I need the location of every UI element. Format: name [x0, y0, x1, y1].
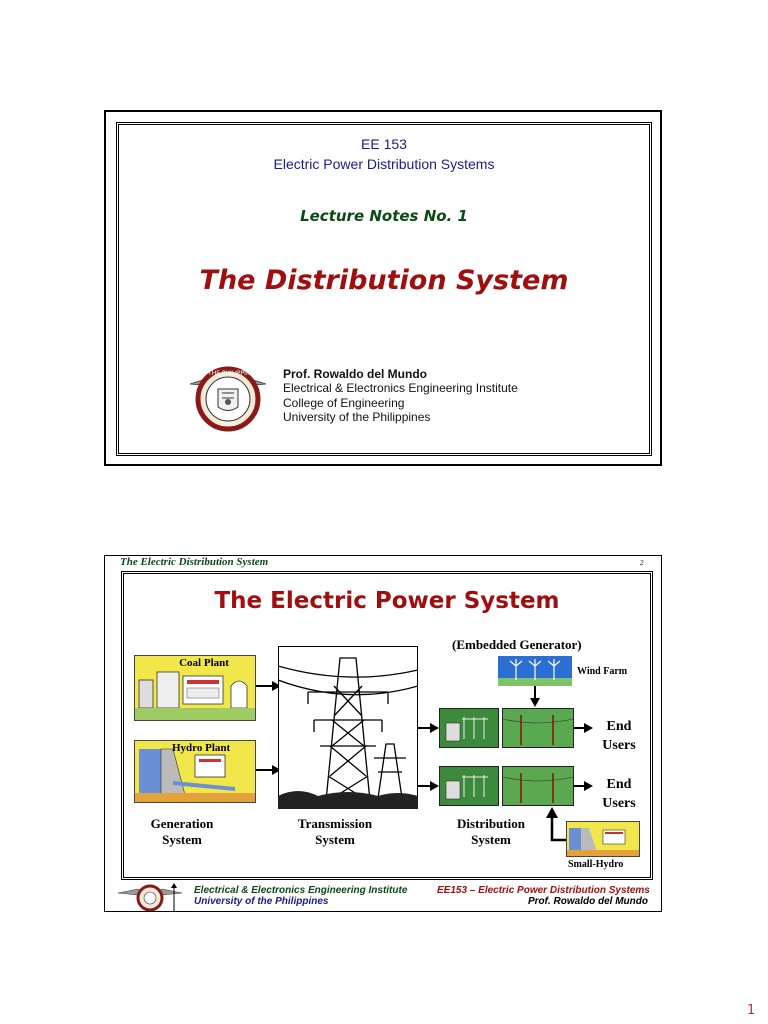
end-users-label: End Users [602, 777, 636, 811]
footer-university: University of the Philippines [194, 896, 329, 907]
arrow-right-icon [574, 723, 593, 733]
course-name: Electric Power Distribution Systems [273, 156, 495, 172]
substation-image [439, 766, 499, 806]
arrow-up-icon [546, 807, 566, 842]
arrow-down-icon [530, 686, 540, 707]
university-name: University of the Philippines [283, 410, 431, 424]
distribution-system-label: Distribution System [457, 816, 525, 847]
transmission-system-label: Transmission System [297, 816, 373, 847]
course-code: EE 153 [361, 136, 407, 152]
up-seal-logo: OF THE PHILIPPINES 1908 [189, 366, 267, 432]
coal-plant-image [134, 655, 256, 721]
transmission-tower-image [278, 646, 418, 809]
slide-2-title: The Electric Power System [214, 588, 560, 614]
page-number: 1 [747, 1003, 756, 1018]
wind-farm-label: Wind Farm [577, 666, 628, 677]
small-hydro-image [566, 821, 640, 857]
lecture-number: Lecture Notes No. 1 [300, 207, 468, 225]
embedded-generator-label: (Embedded Generator) [452, 637, 582, 652]
footer-seal-logo [118, 883, 182, 911]
poles-illustration [502, 715, 574, 745]
hydro-plant-illustration [135, 748, 255, 802]
footer-institute: Electrical & Electronics Engineering Ins… [194, 885, 408, 896]
arrow-right-icon [574, 781, 593, 791]
professor-name: Prof. Rowaldo del Mundo [283, 367, 427, 381]
end-users-label: End Users [602, 719, 636, 753]
college-name: College of Engineering [283, 396, 405, 410]
slide-2-frame [104, 555, 662, 912]
arrow-right-icon [256, 765, 281, 775]
arrow-right-icon [418, 723, 439, 733]
slide-2-inner-frame [121, 571, 653, 880]
coal-plant-illustration [135, 671, 255, 720]
hydro-plant-image [134, 740, 256, 803]
coal-plant-label: Coal Plant [179, 657, 229, 669]
footer-course: EE153 – Electric Power Distribution Syst… [437, 885, 650, 896]
institute-name: Electrical & Electronics Engineering Ins… [283, 381, 518, 395]
slide-2-page-number: 2 [640, 559, 644, 567]
slide-1-frame [104, 110, 662, 466]
small-hydro-illustration [567, 828, 639, 856]
hydro-plant-label: Hydro Plant [172, 742, 231, 754]
substation-image [439, 708, 499, 748]
wind-farm-image [498, 656, 572, 686]
small-hydro-label: Small-Hydro [568, 859, 624, 870]
slide-1-title: The Distribution System [199, 265, 569, 296]
slide-2-header: The Electric Distribution System [120, 556, 269, 568]
generation-system-label: Generation System [150, 816, 214, 847]
distribution-line-image [502, 708, 574, 748]
seal-year: 1908 [220, 421, 235, 428]
distribution-line-image [502, 766, 574, 806]
seal-text: OF THE PHILIPPINES [198, 370, 258, 377]
wind-turbines-icon [498, 659, 572, 686]
substation-illustration [445, 717, 488, 742]
arrow-right-icon [256, 681, 281, 691]
poles-illustration [502, 773, 574, 803]
footer-professor: Prof. Rowaldo del Mundo [528, 896, 648, 907]
substation-illustration [445, 775, 488, 800]
arrow-right-icon [418, 781, 439, 791]
slide-1-inner-frame [116, 122, 652, 456]
